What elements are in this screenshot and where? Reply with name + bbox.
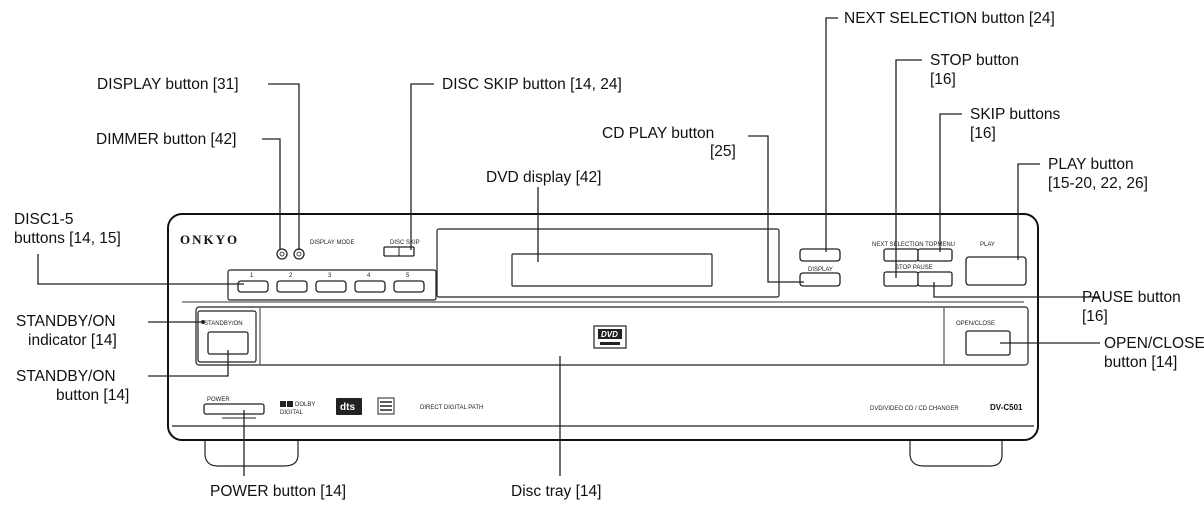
- disc-1-number: 1: [250, 273, 254, 279]
- dimmer-ring: [279, 251, 285, 257]
- disc-3-button[interactable]: [315, 280, 347, 293]
- callout-standby-button: [148, 350, 229, 377]
- label-cd-play-2: [25]: [710, 143, 736, 160]
- label-play-1: PLAY button: [1048, 156, 1134, 173]
- label-power: POWER button [14]: [210, 483, 346, 500]
- label-next-selection: NEXT SELECTION button [24]: [844, 10, 1055, 27]
- label-disc-tray: Disc tray [14]: [511, 483, 601, 500]
- label-open-close-2: button [14]: [1104, 354, 1177, 371]
- label-dvd-display: DVD display [42]: [486, 169, 601, 186]
- callout-cd-play: [748, 135, 804, 283]
- stop-pause-small-label: STOP PAUSE: [895, 265, 933, 271]
- label-play-2: [15-20, 22, 26]: [1048, 175, 1148, 192]
- label-display: DISPLAY button [31]: [97, 76, 239, 93]
- play-button[interactable]: [965, 256, 1027, 286]
- label-stop-1: STOP button: [930, 52, 1019, 69]
- next-sel-small-label: NEXT SELECTION TOPMENU: [872, 242, 955, 248]
- disc-skip-small-label: DISC SKIP: [390, 240, 420, 246]
- label-dimmer: DIMMER button [42]: [96, 131, 236, 148]
- label-cd-play-1: CD PLAY button: [602, 125, 714, 142]
- label-disc15-1: DISC1-5: [14, 211, 73, 228]
- disc-2-number: 2: [289, 273, 293, 279]
- disc-2-button[interactable]: [276, 280, 308, 293]
- callout-play: [1017, 163, 1040, 260]
- disc-5-number: 5: [406, 273, 410, 279]
- open-close-small-label: OPEN/CLOSE: [956, 321, 995, 327]
- disc-button-group: 1 2 3 4 5: [237, 273, 425, 293]
- right-foot: [909, 436, 1003, 467]
- power-button[interactable]: [203, 403, 265, 415]
- callout-stop: [895, 59, 922, 278]
- callout-pause: [933, 282, 1100, 298]
- callout-lines: [37, 17, 1100, 476]
- power-small-label: POWER: [207, 397, 230, 403]
- disc-3-number: 3: [328, 273, 332, 279]
- callout-display: [268, 83, 300, 250]
- display-mode-button[interactable]: [293, 248, 305, 260]
- callout-skip: [939, 113, 962, 252]
- dolby-logo: DOLBY DIGITAL: [280, 401, 315, 416]
- label-skip-2: [16]: [970, 125, 996, 142]
- dts-text: dts: [340, 402, 355, 413]
- disc-4-number: 4: [367, 273, 371, 279]
- cd-play-button[interactable]: [799, 272, 841, 287]
- label-disc15-2: buttons [14, 15]: [14, 230, 121, 247]
- play-small-label: PLAY: [980, 242, 995, 248]
- label-stop-2: [16]: [930, 71, 956, 88]
- label-open-close-1: OPEN/CLOSE: [1104, 335, 1204, 352]
- model-caption: DVD/VIDEO CD / CD CHANGER: [870, 406, 959, 412]
- label-standby-button-2: button [14]: [56, 387, 129, 404]
- callout-next-selection: [825, 17, 838, 252]
- stop-button[interactable]: [883, 271, 919, 287]
- dolby-bottom-text: DIGITAL: [280, 410, 304, 416]
- dimmer-button[interactable]: [276, 248, 288, 260]
- pause-button[interactable]: [917, 271, 953, 287]
- standby-indicator: [201, 320, 205, 324]
- dts-logo: dts: [336, 398, 362, 415]
- callout-disc1-5: [37, 254, 244, 285]
- skip-back-button[interactable]: [883, 248, 919, 262]
- disc-4-button[interactable]: [354, 280, 386, 293]
- disc-5-button[interactable]: [393, 280, 425, 293]
- player-body: ONKYO DISPLAY MODE DISC SKIP 1 2 3 4 5: [167, 213, 1039, 467]
- label-standby-indicator-1: STANDBY/ON: [16, 313, 116, 330]
- brand-logo: ONKYO: [180, 232, 239, 247]
- display-mode-small-label: DISPLAY MODE: [310, 240, 354, 246]
- skip-forward-button[interactable]: [917, 248, 953, 262]
- label-disc-skip: DISC SKIP button [14, 24]: [442, 76, 622, 93]
- label-pause-2: [16]: [1082, 308, 1108, 325]
- callout-disc-skip: [410, 83, 434, 250]
- svg-text:DVD: DVD: [601, 330, 618, 339]
- left-foot: [204, 436, 299, 467]
- standby-small-label: STANDBY/ON: [204, 321, 243, 327]
- label-skip-1: SKIP buttons: [970, 106, 1060, 123]
- display-small-label: DISPLAY: [808, 267, 833, 273]
- cd-logo: [377, 397, 395, 415]
- model-number: DV-C501: [990, 403, 1023, 412]
- disc-1-button[interactable]: [237, 280, 269, 293]
- display-ring: [296, 251, 302, 257]
- dolby-top-text: DOLBY: [295, 402, 315, 408]
- callout-dimmer: [262, 138, 281, 250]
- dvd-logo: DVD: [593, 325, 627, 349]
- dvd-display: [511, 253, 713, 287]
- label-pause-1: PAUSE button: [1082, 289, 1181, 306]
- label-standby-button-1: STANDBY/ON: [16, 368, 116, 385]
- callout-labels: NEXT SELECTION button [24] STOP button […: [14, 10, 1204, 500]
- next-selection-button[interactable]: [799, 248, 841, 262]
- direct-digital-text: DIRECT DIGITAL PATH: [420, 405, 483, 411]
- label-standby-indicator-2: indicator [14]: [28, 332, 117, 349]
